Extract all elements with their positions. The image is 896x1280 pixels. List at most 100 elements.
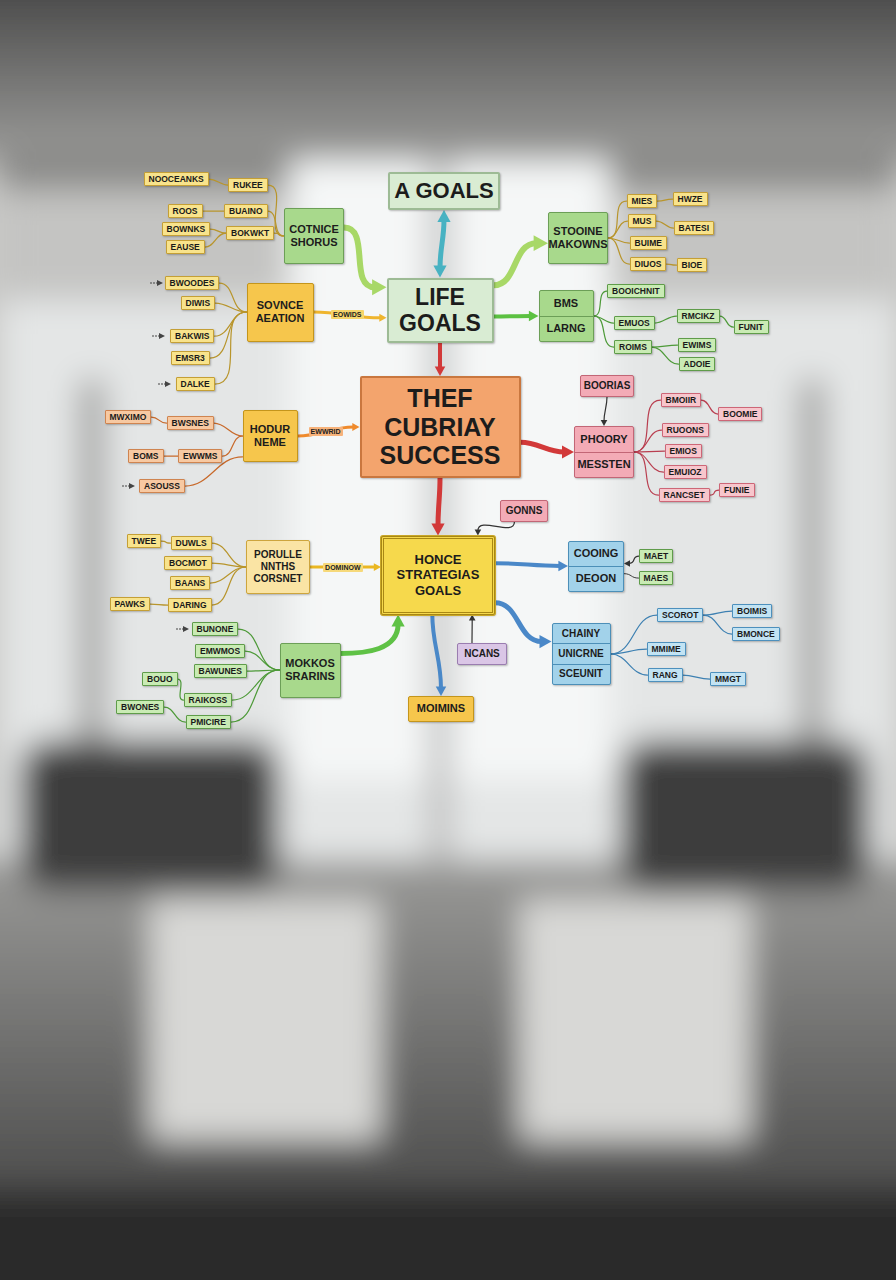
leaf-tag: MAES bbox=[639, 571, 674, 585]
connector-line bbox=[344, 228, 375, 288]
connector-line bbox=[634, 452, 664, 472]
node-text: BOOMIE bbox=[719, 408, 761, 420]
connector bbox=[215, 303, 246, 312]
leaf-tag: BMOIIR bbox=[661, 393, 702, 407]
connector bbox=[601, 397, 608, 426]
node-text: UNICRNE bbox=[553, 643, 610, 663]
node-text: FUNIE bbox=[720, 484, 754, 496]
arrow-head bbox=[437, 210, 450, 222]
leaf-tag: BOCMOT bbox=[164, 556, 212, 570]
connector bbox=[624, 574, 639, 578]
connector-line bbox=[629, 556, 639, 563]
leaf-tag: BAKWIS bbox=[170, 329, 214, 343]
connector bbox=[212, 563, 246, 567]
arrow-head bbox=[435, 366, 446, 376]
connector-line bbox=[720, 316, 734, 327]
node-text: STOOINE MAKOWNS bbox=[549, 213, 607, 263]
node-text: BOUO bbox=[143, 673, 177, 685]
leaf-tag: FUNIE bbox=[719, 483, 755, 497]
connector-line bbox=[657, 199, 672, 201]
node-text: MAES bbox=[640, 572, 673, 584]
connector bbox=[210, 567, 246, 583]
branch-box: CHAINYUNICRNESCEUNIT bbox=[552, 623, 611, 685]
connector-line bbox=[210, 229, 226, 233]
node-text: BUAINO bbox=[225, 205, 267, 217]
edge-label: DOMINOW bbox=[323, 563, 362, 572]
connector bbox=[161, 541, 170, 543]
branch-box: SOVNCE AEATION bbox=[247, 283, 314, 342]
node-text: PAWKS bbox=[111, 598, 150, 610]
branch-box: GONNS bbox=[500, 500, 548, 522]
node-text: MOIMINS bbox=[409, 697, 473, 721]
connector-line bbox=[471, 619, 472, 643]
node-text: CHAINY bbox=[553, 624, 610, 643]
connector bbox=[666, 264, 676, 265]
node-text: GONNS bbox=[501, 501, 547, 521]
node-text: LARNG bbox=[540, 316, 593, 342]
connector-line bbox=[161, 541, 170, 543]
connector bbox=[634, 400, 661, 452]
arrow-head bbox=[624, 560, 630, 567]
connector-line bbox=[298, 427, 354, 436]
leaf-tag: BUNONE bbox=[192, 622, 239, 636]
goal-box: LIFE GOALS bbox=[387, 278, 494, 343]
leaf-tag: BUAINO bbox=[224, 204, 268, 218]
decor-arrow bbox=[150, 283, 162, 284]
connector bbox=[703, 611, 732, 615]
leaf-tag: ADOIE bbox=[679, 357, 716, 371]
connector-line bbox=[594, 316, 615, 347]
leaf-tag: BOMS bbox=[128, 449, 164, 463]
connector-line bbox=[652, 347, 679, 364]
connector-line bbox=[210, 567, 246, 583]
connector bbox=[657, 199, 672, 201]
connector-line bbox=[212, 567, 246, 605]
leaf-tag: MIES bbox=[627, 194, 658, 208]
connector bbox=[245, 651, 279, 670]
branch-box: PHOORYMESSTEN bbox=[574, 426, 634, 478]
connector-line bbox=[219, 283, 246, 312]
node-text: DARING bbox=[169, 599, 211, 611]
leaf-tag: BWSNES bbox=[167, 416, 214, 430]
connector bbox=[634, 452, 664, 472]
node-text: RAIKOSS bbox=[185, 694, 232, 706]
connector bbox=[164, 456, 179, 457]
connector-line bbox=[164, 455, 179, 456]
node-text: EMSR3 bbox=[172, 352, 209, 364]
leaf-tag: TWEE bbox=[127, 534, 162, 548]
leaf-tag: DALKE bbox=[176, 377, 215, 391]
connector-line bbox=[634, 400, 661, 452]
leaf-tag: MAET bbox=[639, 549, 673, 563]
node-text: BOOICHNIT bbox=[608, 285, 664, 297]
leaf-tag: EMSR3 bbox=[171, 351, 210, 365]
connector-line bbox=[178, 679, 184, 700]
node-text: EMUOS bbox=[615, 317, 654, 329]
connector bbox=[298, 423, 360, 436]
leaf-tag: MWXIMO bbox=[105, 410, 152, 424]
connector bbox=[655, 316, 677, 323]
arrow-head bbox=[374, 563, 381, 571]
connector-line bbox=[245, 651, 279, 670]
leaf-tag: NOOCEANKS bbox=[144, 172, 209, 186]
branch-box: BOORIAS bbox=[580, 375, 634, 397]
connector bbox=[433, 210, 450, 278]
connector-line bbox=[634, 430, 662, 452]
leaf-tag: MUS bbox=[628, 214, 657, 228]
leaf-tag: BOWNKS bbox=[162, 222, 211, 236]
node-text: ROIMS bbox=[615, 341, 651, 353]
node-text: EWIMS bbox=[679, 339, 716, 351]
connector-line bbox=[214, 423, 243, 436]
connector bbox=[594, 316, 615, 347]
node-text: BOCMOT bbox=[165, 557, 211, 569]
connector bbox=[611, 654, 648, 675]
connector-line bbox=[703, 615, 732, 634]
node-text: EMIOS bbox=[666, 445, 701, 457]
connector bbox=[495, 603, 552, 649]
node-text: A GOALS bbox=[390, 174, 498, 208]
goal-box: A GOALS bbox=[388, 172, 500, 210]
leaf-tag: DIWIS bbox=[181, 296, 216, 310]
leaf-tag: ROOS bbox=[168, 204, 203, 218]
node-text: ROOS bbox=[169, 205, 202, 217]
node-text: RMCIKZ bbox=[678, 310, 719, 322]
connector bbox=[494, 311, 539, 322]
